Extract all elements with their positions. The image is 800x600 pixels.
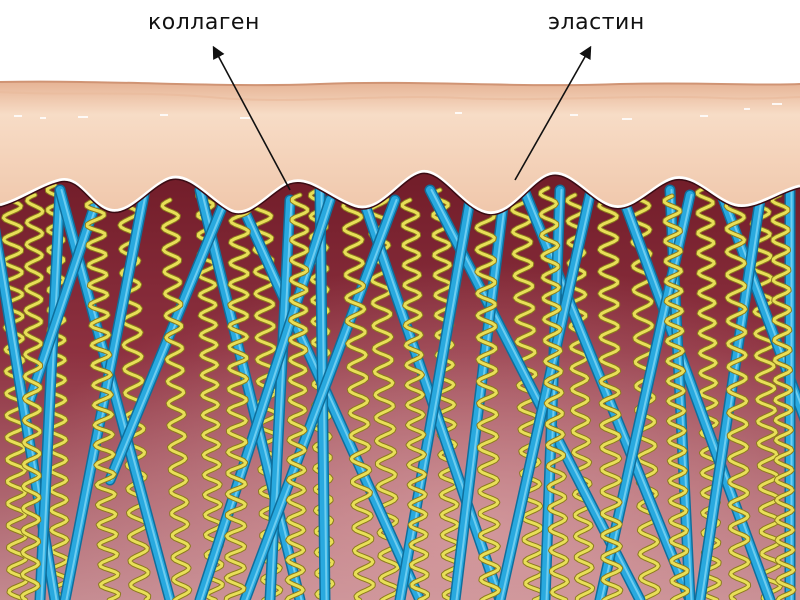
elastin-fiber <box>340 197 376 600</box>
elastin-pointer-arrow <box>514 45 592 181</box>
elastin-fiber <box>159 197 193 600</box>
collagen-fiber <box>59 184 151 600</box>
elastin-fiber <box>695 185 722 600</box>
epidermis-layer <box>0 80 800 216</box>
elastin-fiber <box>662 193 690 600</box>
elastin-fiber <box>723 197 752 600</box>
elastin-fiber <box>223 192 252 600</box>
collagen-fiber <box>194 184 306 600</box>
collagen-fiber <box>494 189 596 600</box>
collagen-fiber <box>449 184 511 600</box>
collagen-fiber <box>34 184 66 600</box>
elastin-fiber <box>748 193 784 600</box>
elastin-fiber <box>19 192 46 600</box>
elastin-fiber <box>596 197 624 600</box>
collagen-fiber <box>594 189 696 600</box>
elastin-fiber <box>84 197 122 600</box>
collagen-fiber <box>614 184 776 600</box>
elastin-fiber <box>564 192 596 600</box>
elastin-fiber <box>473 197 502 600</box>
elastin-fiber <box>116 192 152 600</box>
elastin-fiber <box>400 197 431 600</box>
collagen-fiber <box>694 194 766 600</box>
collagen-fiber <box>394 194 476 600</box>
elastin-fiber <box>284 192 310 600</box>
elastin-label: эластин <box>548 10 645 35</box>
elastin-fiber <box>0 187 30 600</box>
collagen-label: коллаген <box>148 10 260 35</box>
elastin-fiber <box>537 185 570 600</box>
collagen-pointer-arrow <box>212 45 291 191</box>
collagen-fiber <box>239 194 401 600</box>
elastin-fiber <box>770 192 797 600</box>
collagen-fiber <box>194 194 336 600</box>
dermis-layer <box>0 171 800 600</box>
